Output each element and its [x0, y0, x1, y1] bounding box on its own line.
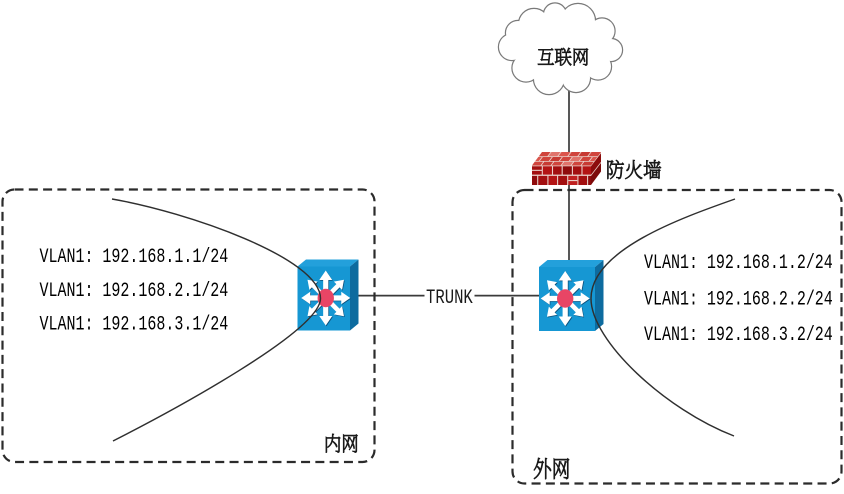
svg-text:VLAN1: 192.168.2.1/24: VLAN1: 192.168.2.1/24 — [40, 280, 229, 303]
svg-text:VLAN1: 192.168.3.2/24: VLAN1: 192.168.3.2/24 — [644, 324, 833, 347]
svg-text:TRUNK: TRUNK — [426, 286, 473, 310]
svg-text:VLAN1: 192.168.1.2/24: VLAN1: 192.168.1.2/24 — [644, 252, 833, 275]
svg-text:VLAN1: 192.168.1.1/24: VLAN1: 192.168.1.1/24 — [40, 246, 229, 269]
svg-text:VLAN1: 192.168.3.1/24: VLAN1: 192.168.3.1/24 — [40, 314, 229, 337]
svg-text:VLAN1: 192.168.2.2/24: VLAN1: 192.168.2.2/24 — [644, 289, 833, 312]
